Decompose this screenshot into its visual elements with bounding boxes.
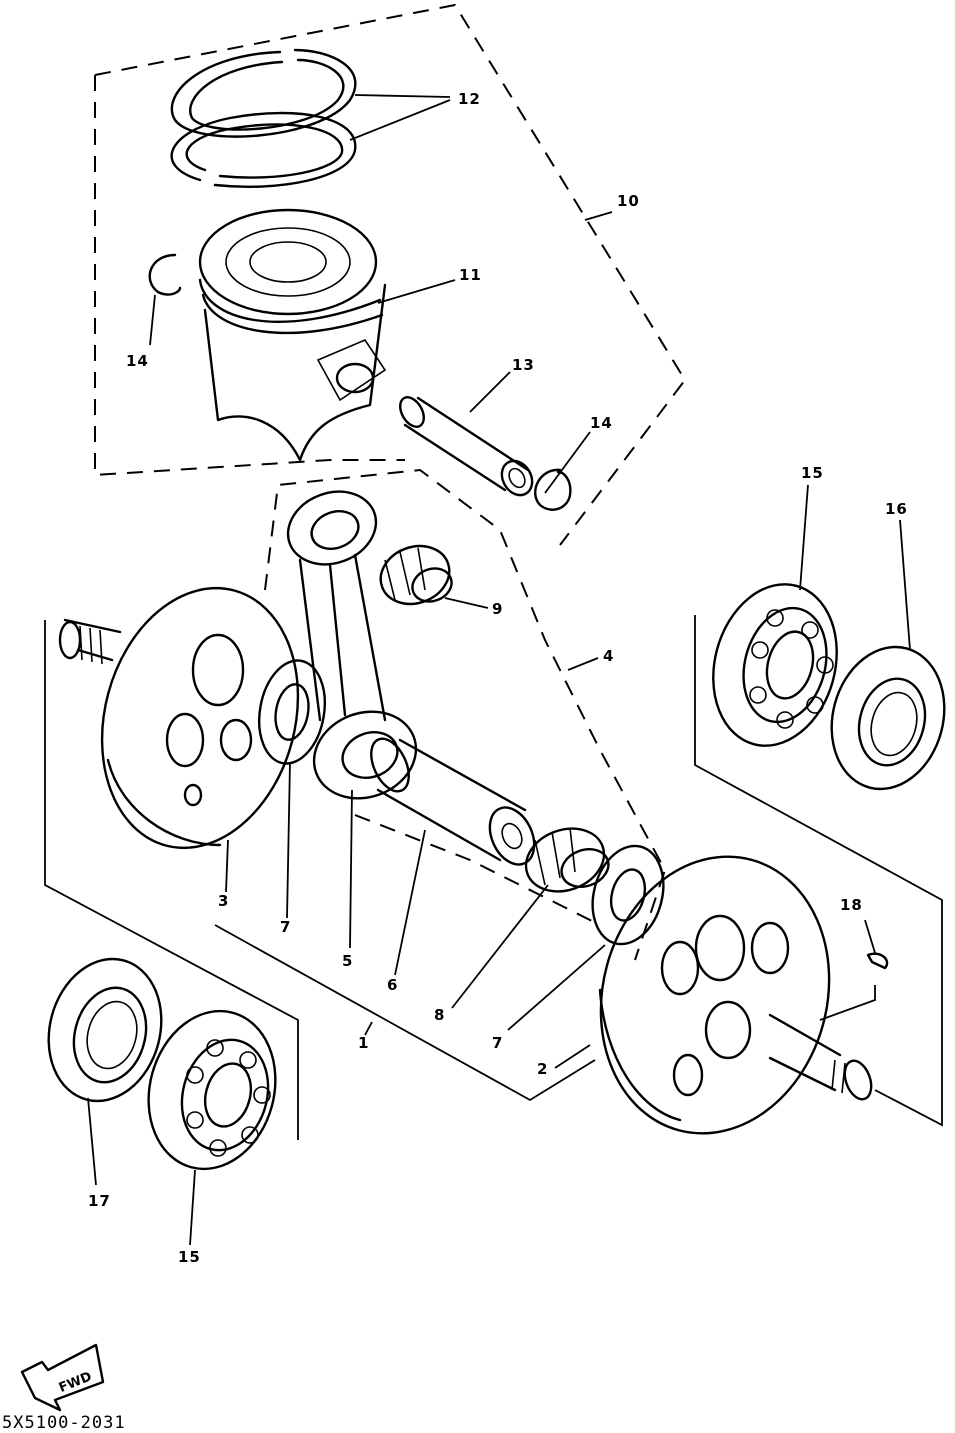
callout-1: 1: [358, 1034, 369, 1052]
small-end-bearing: [379, 544, 453, 606]
callout-17: 17: [88, 1192, 111, 1210]
piston-rings: [170, 48, 357, 188]
callout-18: 18: [840, 896, 863, 914]
crank-web-left: [58, 586, 300, 850]
crank-web-right: [598, 855, 873, 1135]
callout-15-right: 15: [801, 464, 824, 482]
callout-4: 4: [603, 647, 614, 665]
callout-8: 8: [434, 1006, 445, 1024]
callout-10: 10: [617, 192, 640, 210]
woodruff-key: [866, 952, 889, 970]
callout-3: 3: [218, 892, 229, 910]
callout-14-left: 14: [126, 352, 149, 370]
callout-15-left: 15: [178, 1248, 201, 1266]
thrust-washer-left: [258, 659, 326, 765]
callout-12: 12: [458, 90, 481, 108]
piston: [198, 208, 387, 462]
callout-16: 16: [885, 500, 908, 518]
oil-seal-right: [830, 645, 946, 791]
diagram-code: 5X5100-2031: [2, 1413, 126, 1433]
circlip-left: [148, 253, 182, 296]
big-end-bearing: [524, 827, 610, 893]
group-brackets: [44, 615, 943, 1140]
crank-assembly-dashed-outline: [264, 468, 667, 961]
callout-14-right: 14: [590, 414, 613, 432]
main-bearing-left: [147, 1009, 277, 1171]
forward-direction-arrow: FWD: [20, 1343, 105, 1412]
main-bearing-right: [712, 583, 838, 747]
oil-seal-left: [47, 957, 163, 1103]
callout-labels: 12 10 11 14 13 14 15 16 9 4 18 3 7 5 6 8…: [88, 90, 908, 1266]
callout-13: 13: [512, 356, 535, 374]
thrust-washer-right: [591, 844, 665, 946]
callout-7-left: 7: [280, 918, 291, 936]
callout-6: 6: [387, 976, 398, 994]
callout-11: 11: [459, 266, 482, 284]
callout-2: 2: [537, 1060, 548, 1078]
piston-pin: [399, 396, 534, 497]
callout-5: 5: [342, 952, 353, 970]
piston-group-dashed-box: [94, 3, 687, 546]
crank-pin: [370, 737, 536, 866]
circlip-right: [534, 468, 572, 511]
callout-9: 9: [492, 600, 503, 618]
callout-7-right: 7: [492, 1034, 503, 1052]
leader-lines: [87, 94, 911, 1246]
